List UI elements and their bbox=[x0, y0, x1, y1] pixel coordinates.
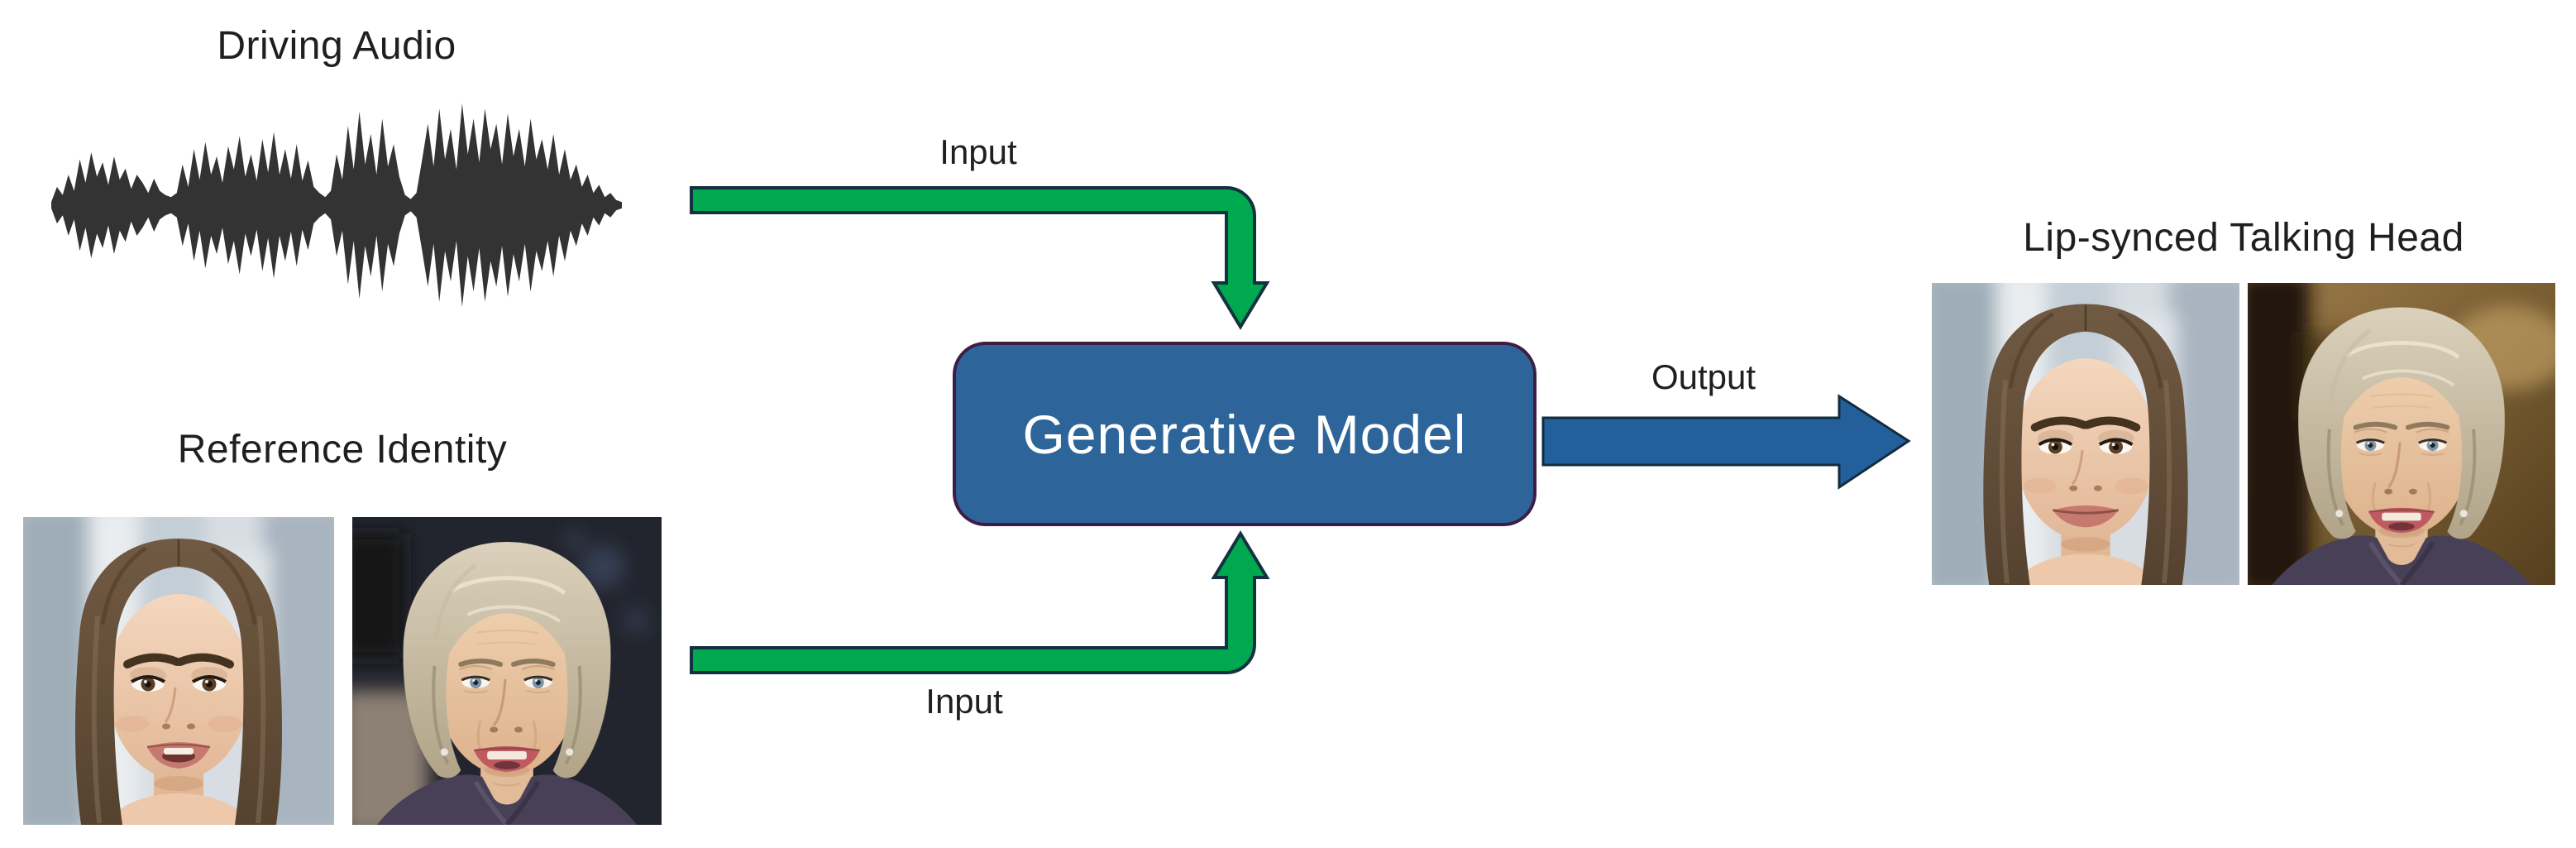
lip-synced-talking-head-title: Lip-synced Talking Head bbox=[2023, 216, 2464, 260]
output-arrow bbox=[1541, 394, 1911, 490]
young-woman-portrait bbox=[23, 517, 334, 825]
reference-photo-older-woman bbox=[352, 517, 662, 825]
generative-model-label: Generative Model bbox=[1022, 403, 1467, 465]
audio-waveform bbox=[51, 103, 622, 307]
generative-model-box: Generative Model bbox=[953, 342, 1537, 526]
driving-audio-title: Driving Audio bbox=[217, 24, 456, 68]
output-label: Output bbox=[1651, 357, 1756, 396]
input-arrow-bottom bbox=[690, 530, 1270, 674]
older-woman-portrait bbox=[352, 517, 662, 825]
output-photo-young-woman bbox=[1932, 283, 2239, 585]
older-woman-portrait bbox=[2248, 283, 2555, 585]
input-arrow-top bbox=[690, 186, 1270, 330]
reference-identity-title: Reference Identity bbox=[177, 428, 508, 472]
reference-photo-young-woman bbox=[23, 517, 334, 825]
input-label-bottom: Input bbox=[925, 682, 1003, 721]
input-label-top: Input bbox=[939, 132, 1017, 171]
output-photo-older-woman bbox=[2248, 283, 2555, 585]
young-woman-portrait bbox=[1932, 283, 2239, 585]
